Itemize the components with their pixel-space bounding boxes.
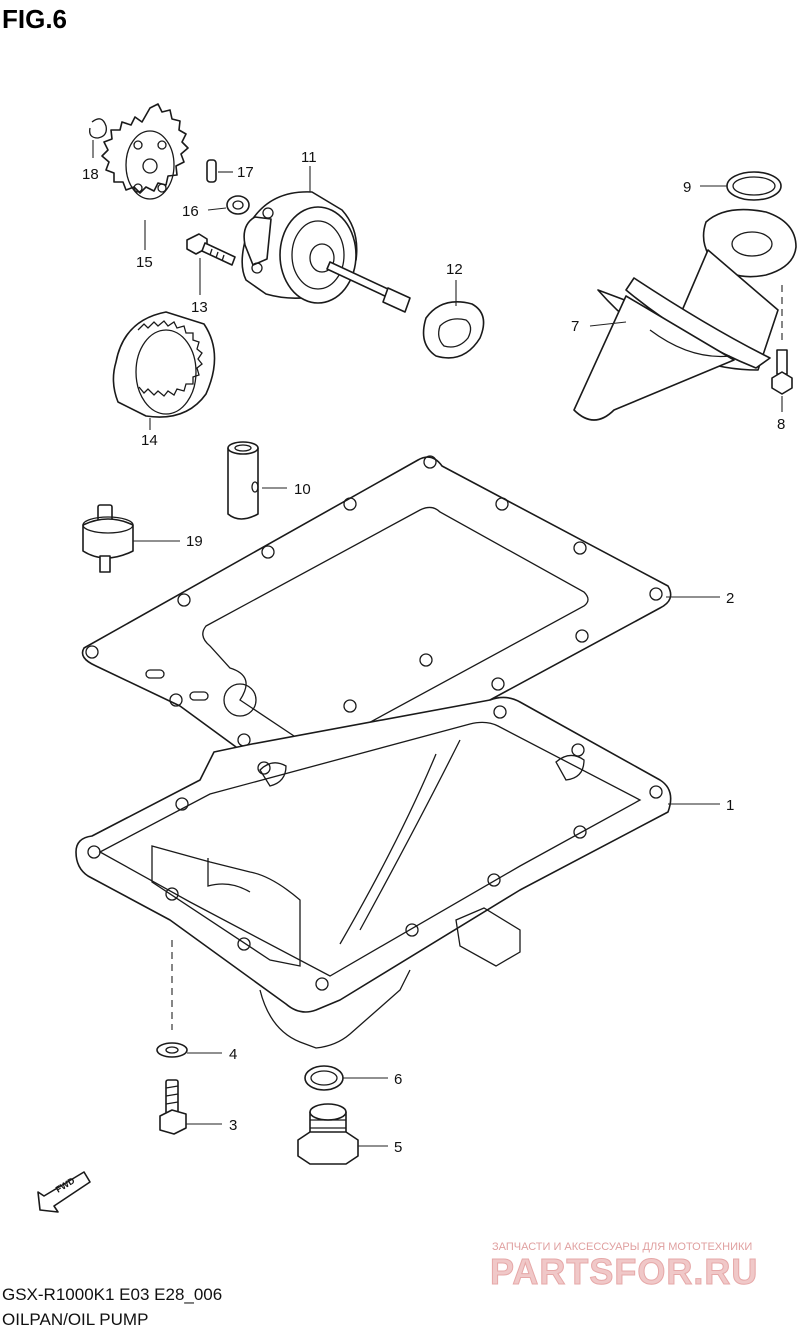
callout-16: 16: [182, 203, 199, 220]
callout-17: 17: [237, 164, 254, 181]
callout-11: 11: [301, 149, 317, 166]
callout-1: 1: [726, 797, 734, 814]
part-8-bolt: [771, 285, 793, 412]
part-3-bolt: [159, 1079, 222, 1135]
part-9-o-ring: [700, 171, 782, 201]
callout-18: 18: [82, 166, 99, 183]
part-12-pump-gasket: [422, 280, 485, 359]
fwd-direction-arrow: FWD: [37, 1171, 91, 1213]
part-18-circlip: [89, 118, 107, 158]
callout-8: 8: [777, 416, 785, 433]
part-14-driven-gear: [112, 311, 216, 430]
callout-13: 13: [191, 299, 208, 316]
callout-5: 5: [394, 1139, 402, 1156]
part-6-drain-gasket: [304, 1065, 388, 1091]
part-7-oil-strainer: [573, 208, 797, 421]
callout-15: 15: [136, 254, 153, 271]
figure-title: FIG.6: [2, 4, 67, 34]
callout-3: 3: [229, 1117, 237, 1134]
part-11-oil-pump: [241, 166, 411, 313]
watermark-brand: PARTSFOR.RU: [490, 1251, 758, 1292]
callout-14: 14: [141, 432, 158, 449]
callout-19: 19: [186, 533, 203, 550]
part-17-pin: [206, 159, 233, 183]
diagram-caption: OILPAN/OIL PUMP: [2, 1310, 148, 1329]
watermark: ЗАПЧАСТИ И АКСЕССУАРЫ ДЛЯ МОТОТЕХНИКИ PA…: [490, 1241, 758, 1293]
watermark-tagline: ЗАПЧАСТИ И АКСЕССУАРЫ ДЛЯ МОТОТЕХНИКИ: [492, 1241, 752, 1253]
part-5-drain-plug: [297, 1103, 388, 1165]
model-code: GSX-R1000K1 E03 E28_006: [2, 1285, 222, 1304]
part-4-washer: [156, 1042, 222, 1058]
part-15-pump-sprocket: [101, 103, 189, 250]
part-19-oil-pressure-switch: [82, 504, 180, 573]
part-13-bolt: [186, 233, 236, 295]
callout-2: 2: [726, 590, 734, 607]
callout-7: 7: [571, 318, 579, 335]
callout-10: 10: [294, 481, 311, 498]
part-10-dowel-pipe: [227, 441, 287, 520]
callout-6: 6: [394, 1071, 402, 1088]
callout-4: 4: [229, 1046, 237, 1063]
part-16-washer: [207, 195, 250, 215]
callout-12: 12: [446, 261, 463, 278]
part-1-oil-pan: [75, 696, 720, 1049]
callout-9: 9: [683, 179, 691, 196]
